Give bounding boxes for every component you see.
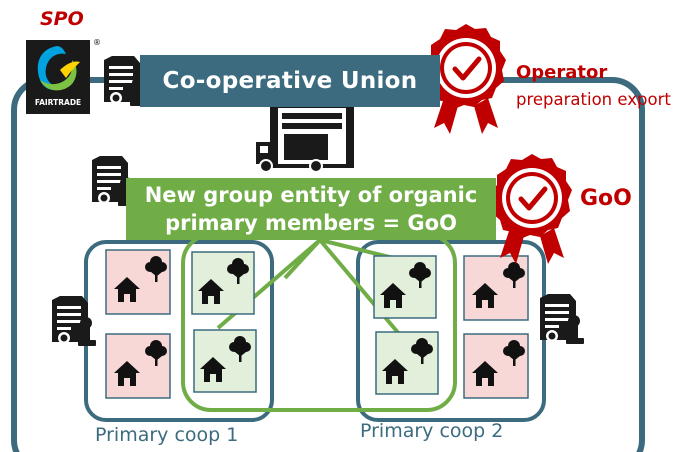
goo-seal-icon [490,154,572,264]
goo-label: GoO [580,186,632,211]
fairtrade-logo [26,40,90,114]
group-entity-text: New group entity of organic primary memb… [126,178,496,240]
warehouse-truck-icon [256,90,354,173]
primary-coop-2-caption: Primary coop 2 [360,420,504,442]
group-entity-banner [126,178,496,240]
member-farm-conventional [463,333,529,399]
member-farm-organic [375,331,439,395]
union-title: Co-operative Union [162,68,418,94]
registered-mark: ® [93,38,101,47]
member-farm-organic [193,329,257,393]
fairtrade-wordmark: FAIRTRADE [34,98,82,107]
member-farm-conventional [105,249,171,315]
member-farm-organic [373,255,437,319]
member-farm-conventional [105,333,171,399]
union-banner [140,55,440,107]
primary-coop-1-caption: Primary coop 1 [95,424,239,446]
member-farm-conventional [463,255,529,321]
member-farm-organic [191,251,255,315]
group-entity-line2: primary members = GoO [165,211,457,235]
operator-subtitle: preparation export [516,90,671,109]
operator-title: Operator [516,62,608,83]
certificate-icon [540,294,584,344]
spo-label: SPO [40,8,84,30]
certificate-icon [52,296,96,346]
group-entity-line1: New group entity of organic [144,183,478,207]
